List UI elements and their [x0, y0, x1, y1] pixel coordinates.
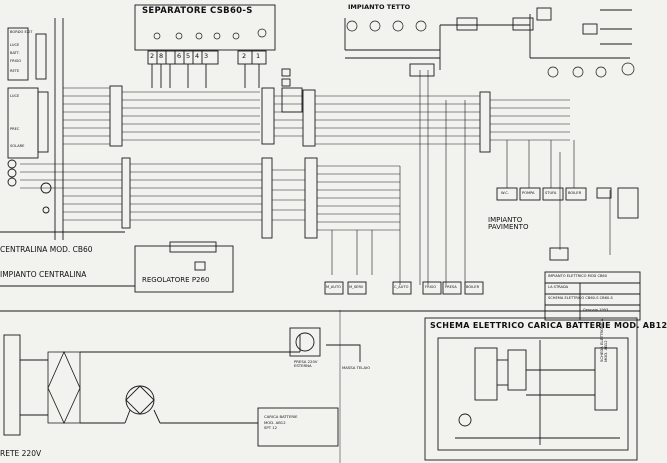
terminal-label: 1: [256, 52, 261, 60]
title-block-line2: LA STRADA: [548, 285, 569, 289]
terminal-label: 3: [204, 52, 209, 60]
terminal-label: 8: [159, 52, 164, 60]
scheda-elettronica-label: SCHEDA ELETTRONICA MOD. AB12: [599, 318, 608, 362]
title-block-line1: IMPIANTO ELETTRICO MOD CB60: [548, 274, 607, 278]
left-label: BATT.: [10, 51, 20, 55]
left-label: LUCE: [10, 43, 20, 47]
centralina-title: CENTRALINA MOD. CB60: [0, 245, 93, 254]
wiring-diagram-sheet: SEPARATORE CSB60-S IMPIANTO TETTO IMPIAN…: [0, 3, 667, 463]
impianto-pavimento-title: IMPIANTO PAVIMENTO: [488, 216, 529, 231]
massa-telaio-label: MASSA TELAIO: [342, 365, 371, 370]
separatore-title: SEPARATORE CSB60-S: [142, 6, 253, 16]
left-label: FRIGO: [10, 59, 22, 63]
load-label: M_SERV: [349, 285, 364, 289]
load-label: PRESA: [445, 285, 457, 289]
carica-batterie-label: CARICA BATTERIE MOD. AB12 SPT 12: [264, 414, 298, 431]
impianto-centralina-title: IMPIANTO CENTRALINA: [0, 270, 87, 279]
regolatore-title: REGOLATORE P260: [142, 276, 210, 284]
pav-label: W.C.: [501, 191, 509, 195]
impianto-tetto-title: IMPIANTO TETTO: [348, 3, 411, 11]
terminal-label: 4: [195, 52, 200, 60]
pav-label: POMPA: [522, 191, 535, 195]
terminal-label: 5: [186, 52, 191, 60]
left-label: BORDO EXIT: [10, 30, 33, 34]
load-label: C_AUTO: [394, 285, 409, 289]
title-block-line4: Gennaio 1993: [583, 308, 609, 312]
terminal-label: 2: [242, 52, 247, 60]
load-label: BOILER: [466, 285, 480, 289]
load-label: FRIGO: [425, 285, 437, 289]
left-label: RETE: [10, 69, 20, 73]
left-label: LUCE: [10, 94, 20, 98]
left-label: SOLARE: [10, 144, 25, 148]
schematic-drawing: [0, 4, 641, 463]
rete-220-label: RETE 220V: [0, 449, 42, 458]
schema-carica-title: SCHEMA ELETTRICO CARICA BATTERIE MOD. AB…: [430, 321, 667, 330]
terminal-label: 2: [150, 52, 155, 60]
terminal-label: 6: [177, 52, 182, 60]
title-block-line3: SCHEMA ELETTRICO CB60-S CB60-S: [548, 296, 613, 300]
load-label: M_AUTO: [326, 285, 342, 289]
presa-220v-label: PRESA 220V ESTERNA: [294, 359, 318, 368]
pav-label: STUFA: [545, 191, 557, 195]
pav-label: BOILER: [568, 191, 582, 195]
left-label: PREC: [10, 127, 20, 131]
